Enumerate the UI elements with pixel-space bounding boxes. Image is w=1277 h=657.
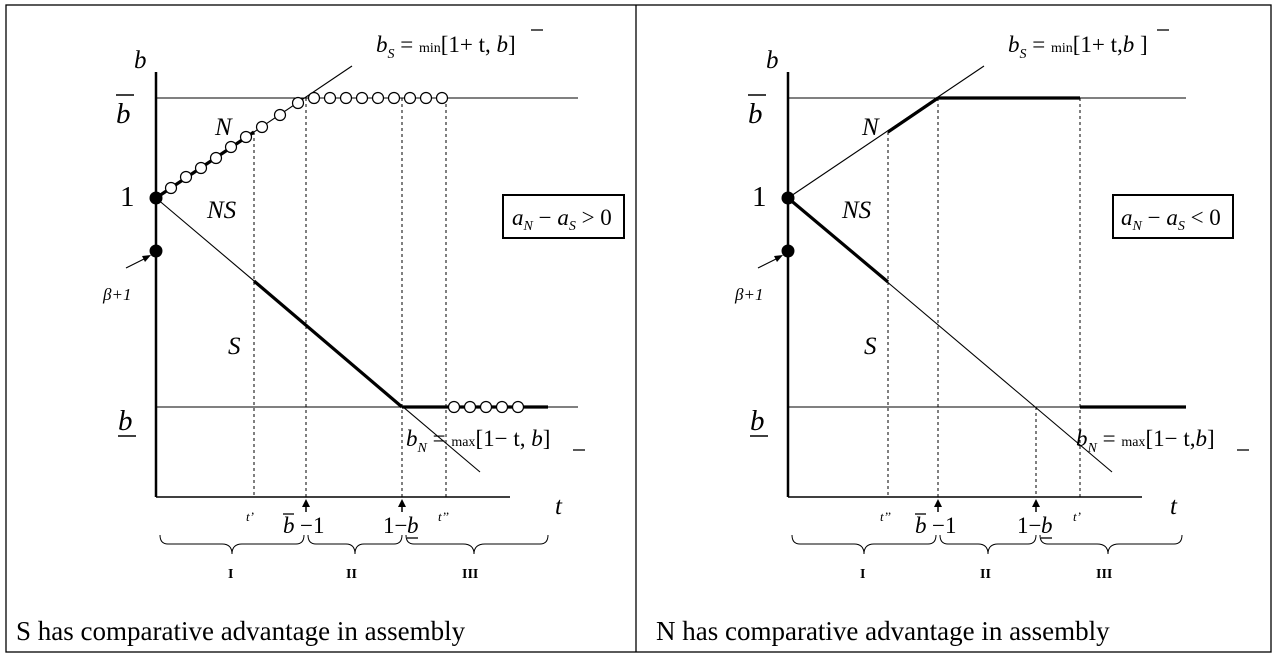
one-label: 1 (752, 181, 767, 213)
region-label-2: II (980, 567, 991, 582)
condition-box (502, 194, 625, 239)
open-circles-bbar (307, 91, 449, 105)
beta-arrow (125, 255, 151, 269)
svg-text:1−: 1− (1017, 513, 1041, 538)
panel-left: b t b b 1 β+1 N NS S bS = min[1+ t, b] b… (16, 29, 625, 646)
b-under-label: b (118, 405, 136, 437)
region-label-3: III (1096, 567, 1112, 582)
region-ns-label: NS (841, 197, 872, 224)
open-circles-bs (164, 96, 305, 195)
condition-text: aN − aS < 0 (1121, 205, 1221, 234)
point-one (781, 191, 795, 205)
svg-text:b: b (915, 513, 927, 538)
region-label-1: I (860, 567, 865, 582)
s-segment (252, 279, 404, 409)
tick-one-minus-bunder: 1− b (383, 513, 419, 539)
beta-arrow (757, 255, 783, 269)
region-n-label: N (861, 114, 880, 141)
bs-equation: bS = min[1+ t, b] (376, 32, 516, 62)
svg-text:b: b (1041, 513, 1053, 538)
bn-equation: bN = max[1− t,b] (1076, 426, 1215, 456)
svg-text:−1: −1 (300, 513, 324, 538)
caption-right: N has comparative advantage in assembly (656, 616, 1110, 646)
condition-box (1112, 194, 1234, 239)
tick-t1: t’’ (880, 509, 891, 524)
beta-label: β+1 (734, 285, 763, 304)
svg-text:b: b (407, 513, 419, 538)
region-ns-label: NS (206, 197, 237, 224)
tick-arrow-one-minus (398, 499, 406, 512)
b-bar-label: b (748, 94, 766, 130)
svg-text:b: b (116, 98, 131, 130)
condition-text: aN − aS > 0 (512, 205, 612, 234)
y-axis-label: b (766, 47, 779, 74)
n-segment (887, 96, 939, 134)
panel-right: b t b b 1 β+1 N NS S bS = min[1+ t,b ] b… (656, 29, 1249, 646)
svg-text:b: b (748, 98, 763, 130)
tick-arrow-one-minus (1032, 499, 1040, 512)
point-one (149, 191, 163, 205)
tick-bbar-minus-one: b −1 (915, 513, 956, 538)
region-label-2: II (346, 567, 357, 582)
caption-left: S has comparative advantage in assembly (16, 616, 466, 646)
svg-text:b: b (283, 513, 295, 538)
svg-text:1−: 1− (383, 513, 407, 538)
table-frame (5, 4, 1272, 653)
x-axis-label: t (1170, 493, 1178, 520)
beta-label: β+1 (102, 285, 131, 304)
one-label: 1 (120, 181, 135, 213)
region-label-1: I (228, 567, 233, 582)
bn-equation: bN = max[1− t, b] (406, 426, 550, 456)
tick-bbar-minus-one: b −1 (283, 513, 324, 538)
point-beta (781, 244, 795, 258)
svg-text:−1: −1 (932, 513, 956, 538)
tick-arrow-bbar (934, 499, 942, 512)
tick-arrow-bbar (302, 499, 310, 512)
b-under-label: b (750, 405, 768, 437)
svg-text:b: b (118, 405, 133, 437)
dashed-verticals (887, 98, 1081, 497)
tick-one-minus-bunder: 1− b (1017, 513, 1053, 539)
region-n-label: N (214, 114, 233, 141)
x-axis-label: t (555, 493, 563, 520)
region-braces (791, 534, 1183, 555)
b-bar-label: b (116, 94, 134, 130)
svg-text:b: b (750, 405, 765, 437)
region-s-label: S (228, 333, 241, 360)
tick-t2: t’’ (438, 509, 449, 524)
region-s-label: S (864, 333, 877, 360)
bs-equation: bS = min[1+ t,b ] (1008, 32, 1148, 62)
s-segment (786, 196, 890, 284)
bs-line (787, 65, 985, 199)
region-label-3: III (462, 567, 478, 582)
tick-t1: t’ (246, 509, 254, 524)
dashed-verticals (253, 98, 447, 497)
y-axis-label: b (134, 47, 147, 74)
point-beta (149, 244, 163, 258)
tick-t2: t’ (1073, 509, 1081, 524)
open-circles-bunder (447, 400, 525, 414)
region-braces (159, 534, 549, 555)
